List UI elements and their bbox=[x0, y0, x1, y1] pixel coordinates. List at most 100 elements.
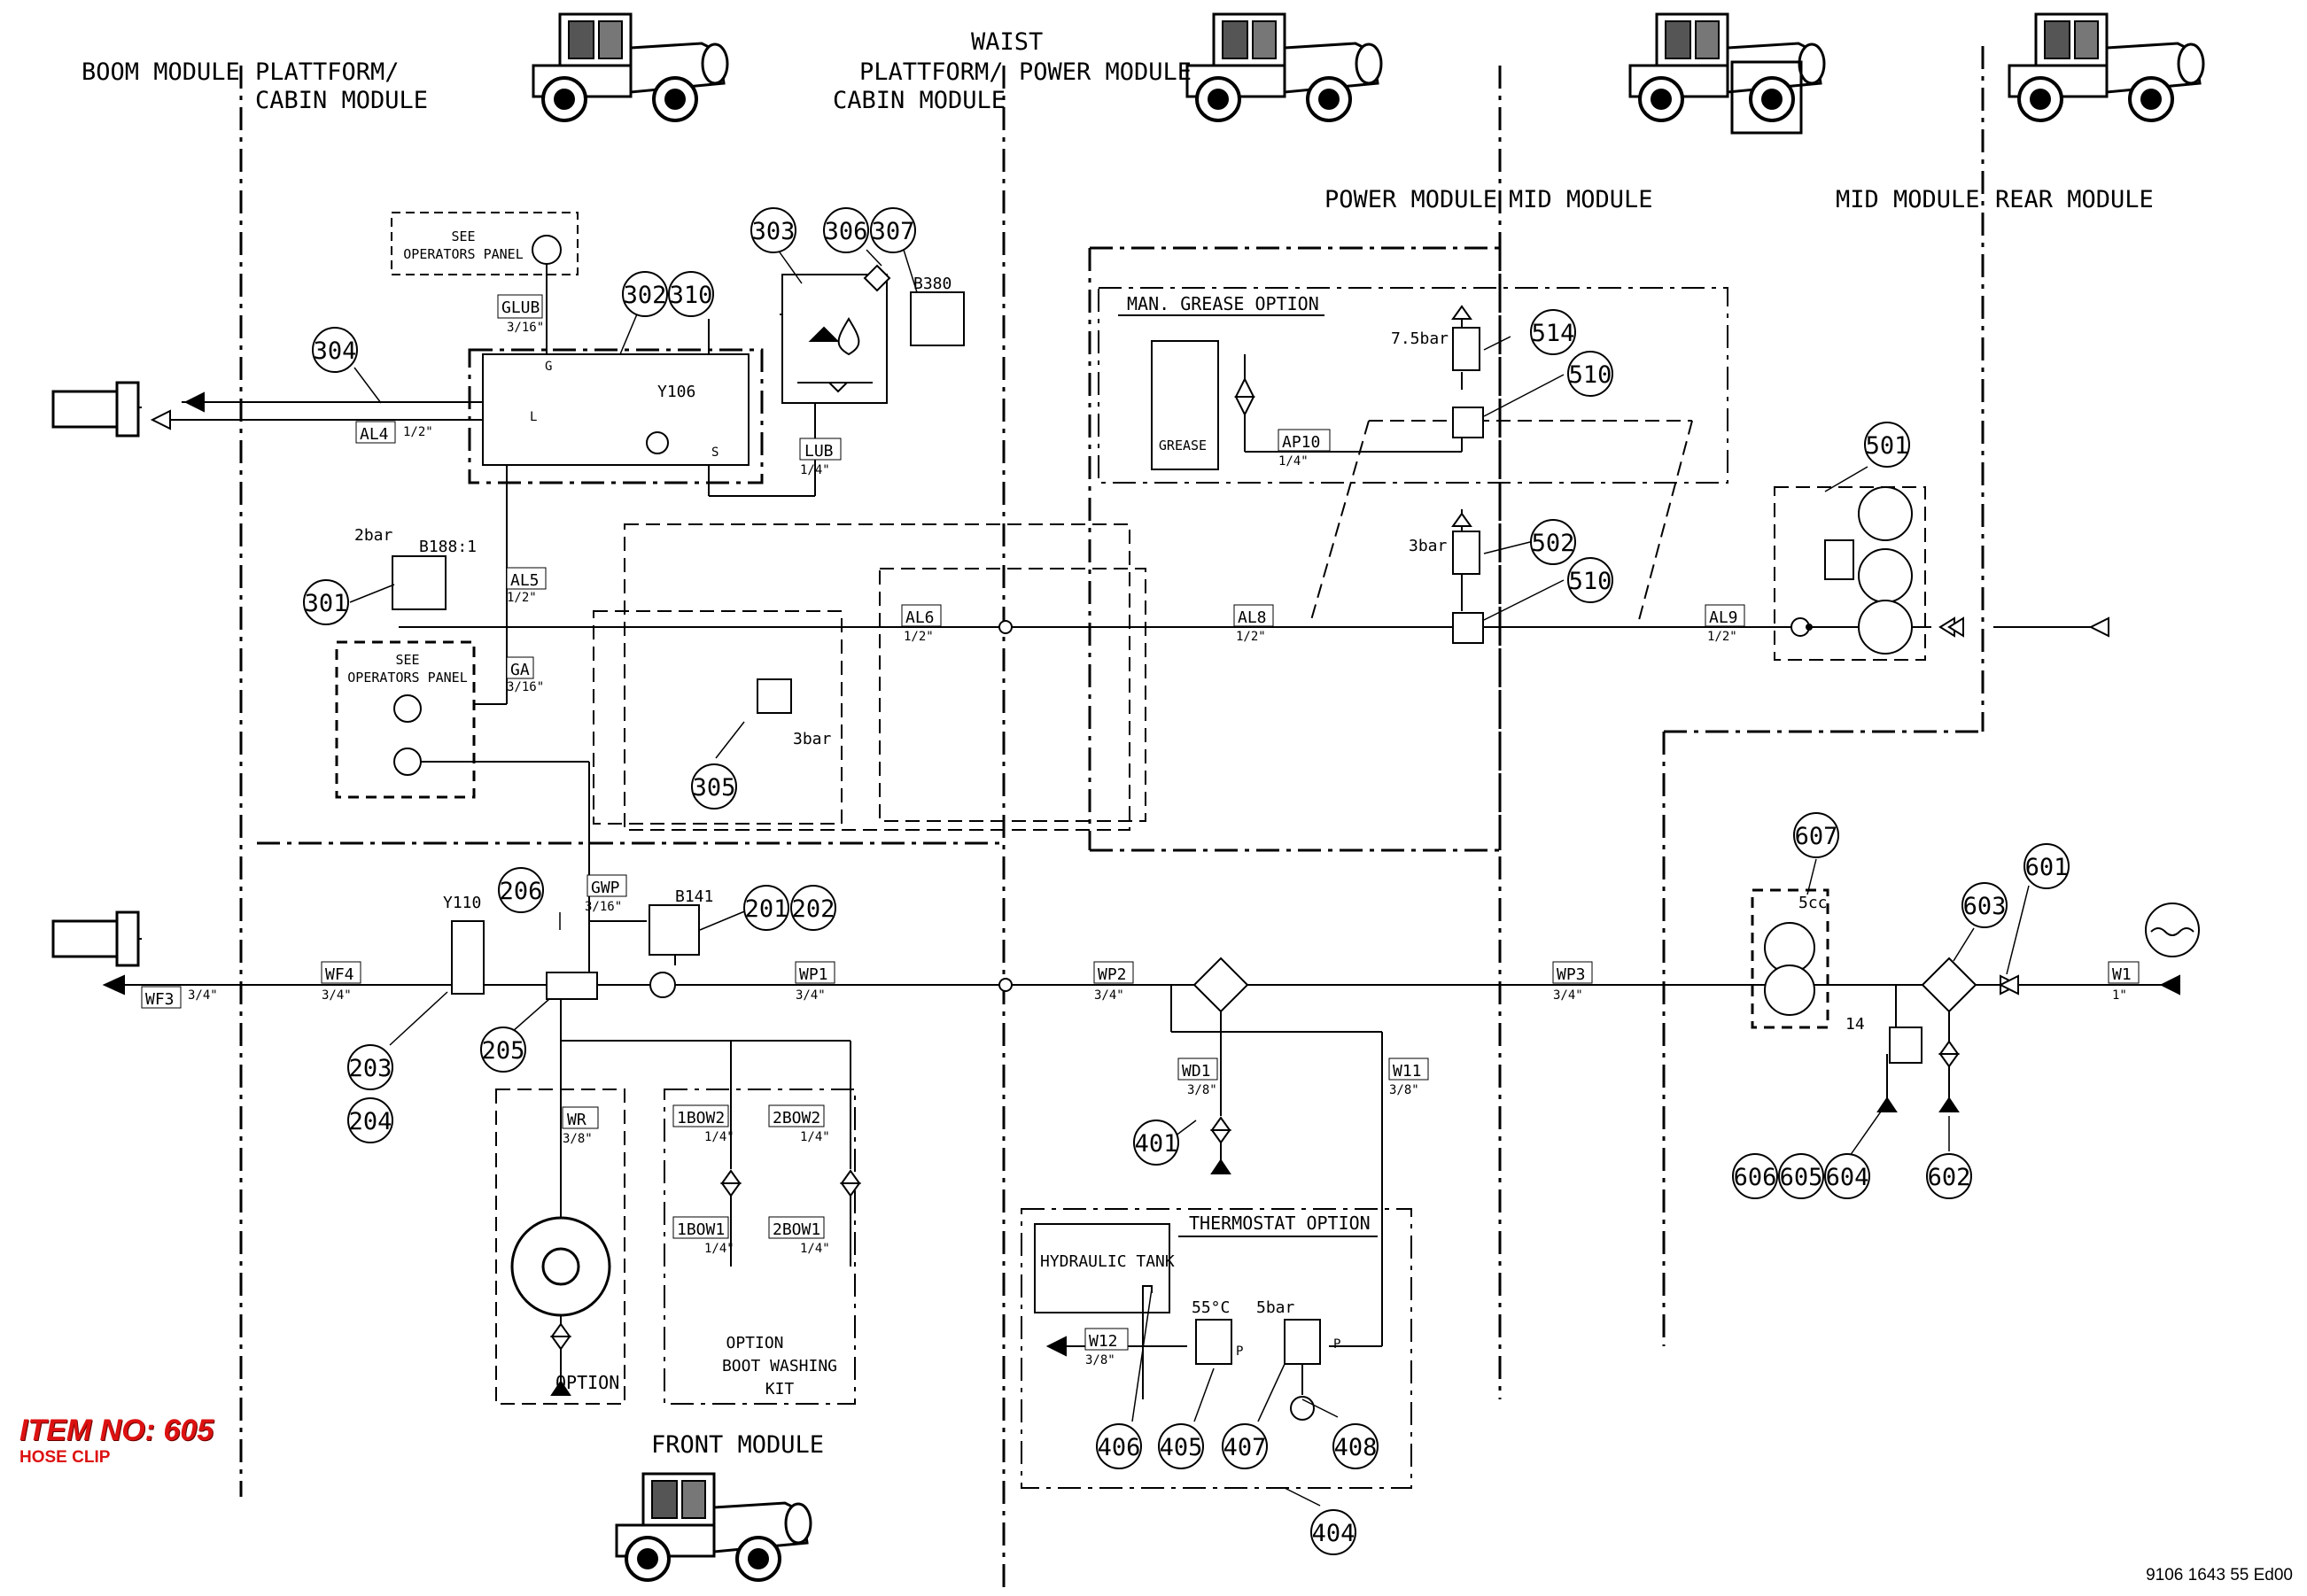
svg-text:301: 301 bbox=[305, 590, 348, 617]
svg-text:204: 204 bbox=[349, 1108, 392, 1135]
svg-text:AL9: AL9 bbox=[1709, 608, 1738, 627]
svg-text:1/2": 1/2" bbox=[403, 425, 433, 439]
callout-202: 202 bbox=[790, 885, 836, 931]
svg-text:1/2": 1/2" bbox=[507, 591, 537, 605]
hydraulic-tank-label: HYDRAULIC TANK bbox=[1040, 1252, 1175, 1271]
svg-text:WF4: WF4 bbox=[325, 965, 354, 984]
misc-symbols bbox=[797, 317, 2194, 1346]
svg-text:3/16": 3/16" bbox=[507, 680, 544, 694]
label-waist-plattform-1: PLATTFORM/ bbox=[859, 58, 1004, 86]
callout-306: 306 bbox=[823, 207, 869, 253]
component-boxes bbox=[392, 274, 1922, 1365]
svg-text:605: 605 bbox=[1780, 1164, 1823, 1191]
callout-406: 406 bbox=[1096, 1423, 1142, 1469]
svg-text:514: 514 bbox=[1532, 320, 1575, 347]
label-y106: Y106 bbox=[657, 383, 695, 401]
callout-405: 405 bbox=[1158, 1423, 1204, 1469]
svg-text:406: 406 bbox=[1098, 1434, 1141, 1461]
label-3bar-502: 3bar bbox=[1409, 537, 1448, 555]
label-b380: B380 bbox=[913, 275, 952, 293]
svg-text:1BOW1: 1BOW1 bbox=[677, 1220, 725, 1239]
svg-text:602: 602 bbox=[1928, 1164, 1971, 1191]
label-7-5bar: 7.5bar bbox=[1391, 329, 1449, 348]
label-5bar: 5bar bbox=[1256, 1298, 1295, 1317]
svg-text:W12: W12 bbox=[1089, 1332, 1118, 1351]
svg-text:201: 201 bbox=[745, 895, 788, 923]
svg-text:1/4": 1/4" bbox=[800, 1242, 830, 1256]
boot-washing-kit: KIT bbox=[765, 1380, 795, 1398]
callouts: 201 202 203 204 205 206 301 302 303 304 … bbox=[303, 207, 2070, 1555]
svg-text:3/4": 3/4" bbox=[188, 988, 218, 1003]
svg-text:3/8": 3/8" bbox=[1085, 1353, 1115, 1367]
label-power-module: POWER MODULE bbox=[1019, 58, 1192, 86]
svg-text:LUB: LUB bbox=[804, 442, 834, 461]
callout-604: 604 bbox=[1824, 1153, 1870, 1199]
label-55c: 55°C bbox=[1192, 1298, 1230, 1317]
svg-text:WP1: WP1 bbox=[799, 965, 828, 984]
valve-symbols bbox=[550, 264, 2021, 1351]
callout-305: 305 bbox=[691, 763, 737, 810]
callout-leaders bbox=[349, 249, 2030, 1507]
svg-text:1/4": 1/4" bbox=[704, 1242, 734, 1256]
item-description: HOSE CLIP bbox=[19, 1448, 111, 1467]
component-labels: Y106 Y110 B380 B188:1 B141 2bar 3bar 3ba… bbox=[354, 275, 1865, 1359]
svg-text:607: 607 bbox=[1795, 823, 1838, 850]
callout-204: 204 bbox=[347, 1097, 393, 1143]
label-waist-plattform-2: CABIN MODULE bbox=[833, 87, 1006, 114]
svg-text:302: 302 bbox=[624, 282, 667, 309]
callout-605: 605 bbox=[1778, 1153, 1824, 1199]
callout-607: 607 bbox=[1793, 812, 1839, 858]
svg-text:1/2": 1/2" bbox=[904, 630, 934, 644]
label-plattform-module-1: PLATTFORM/ bbox=[255, 58, 400, 86]
svg-text:3/4": 3/4" bbox=[796, 988, 826, 1003]
svg-text:2BOW2: 2BOW2 bbox=[773, 1109, 820, 1127]
grease-label: GREASE bbox=[1159, 438, 1207, 453]
svg-text:WP2: WP2 bbox=[1098, 965, 1127, 984]
line-WR: WR3/8" bbox=[562, 1106, 599, 1146]
svg-text:1/4": 1/4" bbox=[800, 463, 830, 477]
boot-washing-option: OPTION bbox=[726, 1334, 783, 1352]
port-p2: P bbox=[1333, 1337, 1340, 1352]
thermostat-option-title: THERMOSTAT OPTION bbox=[1189, 1212, 1371, 1234]
module-labels: BOOM MODULE PLATTFORM/ CABIN MODULE WAIS… bbox=[82, 28, 2154, 1459]
callout-601: 601 bbox=[2023, 843, 2070, 889]
see-operators-panel-1b: OPERATORS PANEL bbox=[403, 246, 523, 262]
svg-text:GA: GA bbox=[510, 661, 530, 679]
svg-text:3/8": 3/8" bbox=[1389, 1083, 1419, 1097]
svg-text:401: 401 bbox=[1135, 1130, 1178, 1158]
document-number: 9106 1643 55 Ed00 bbox=[2146, 1566, 2293, 1584]
see-operators-panel-1a: SEE bbox=[451, 229, 475, 244]
callout-201: 201 bbox=[743, 885, 789, 931]
callout-603: 603 bbox=[1961, 882, 2008, 928]
svg-text:307: 307 bbox=[872, 218, 915, 245]
svg-text:1/4": 1/4" bbox=[800, 1130, 830, 1144]
svg-text:GWP: GWP bbox=[591, 879, 620, 897]
svg-text:AL4: AL4 bbox=[360, 425, 389, 444]
label-5cc: 5cc bbox=[1798, 894, 1828, 912]
label-b188: B188:1 bbox=[419, 538, 477, 556]
svg-text:603: 603 bbox=[1963, 893, 2007, 920]
port-g: G bbox=[545, 360, 552, 374]
line-AL4: AL4 1/2" bbox=[355, 421, 433, 444]
svg-text:1/2": 1/2" bbox=[1236, 630, 1266, 644]
callout-502: 502 bbox=[1530, 519, 1576, 565]
svg-text:1": 1" bbox=[2112, 988, 2127, 1003]
see-operators-panel-2b: OPERATORS PANEL bbox=[347, 670, 467, 686]
svg-text:3/16": 3/16" bbox=[507, 321, 544, 335]
vehicle-icon-bottom bbox=[615, 1472, 812, 1582]
callout-206: 206 bbox=[498, 867, 544, 913]
line-GA: GA3/16" bbox=[506, 656, 544, 694]
svg-text:202: 202 bbox=[792, 895, 835, 923]
label-power-module-right: POWER MODULE bbox=[1324, 186, 1497, 213]
boot-washing-title: BOOT WASHING bbox=[722, 1357, 837, 1375]
callout-304: 304 bbox=[312, 327, 358, 373]
svg-text:3/8": 3/8" bbox=[1187, 1083, 1217, 1097]
svg-text:1/2": 1/2" bbox=[1707, 630, 1737, 644]
